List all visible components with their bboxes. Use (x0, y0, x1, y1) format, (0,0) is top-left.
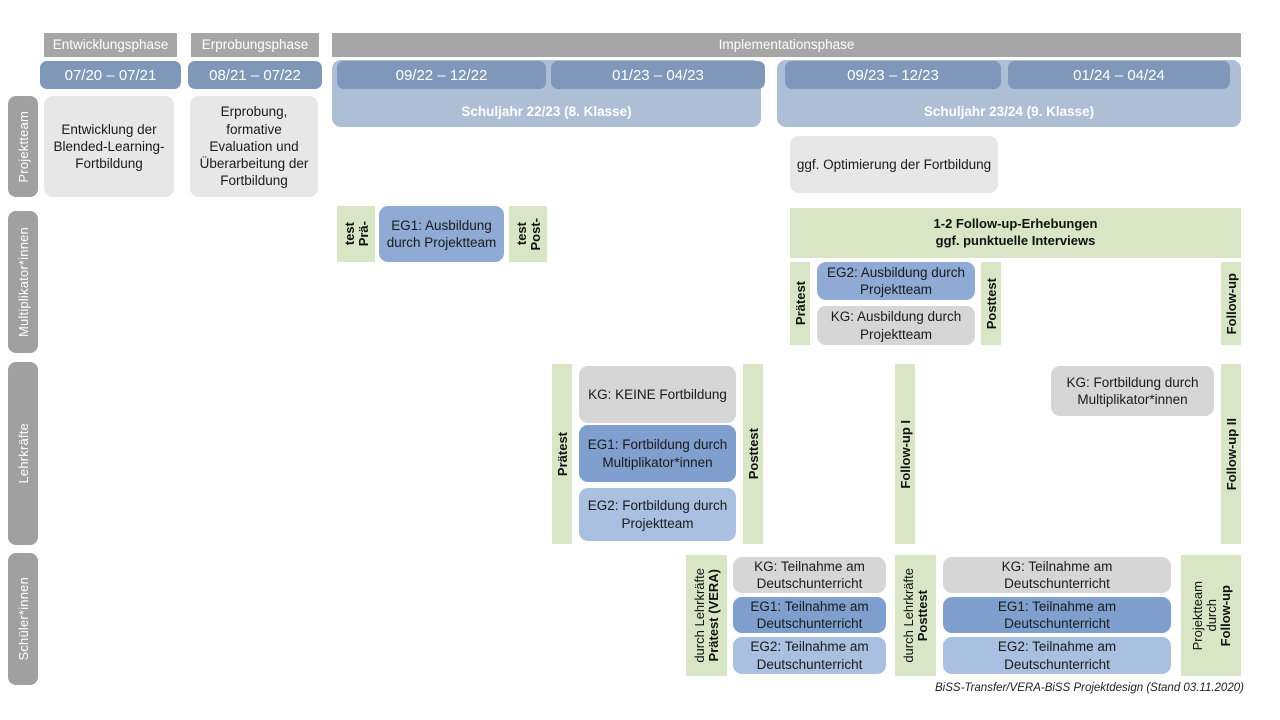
lehrkraefte-eg2-box: EG2: Fortbildung durch Projektteam (579, 488, 736, 541)
lehrkraefte-praetest-text: Prätest (554, 431, 570, 477)
phase-header-implementationsphase: Implementationsphase (332, 33, 1241, 57)
role-label-projektteam-text: Projektteam (15, 110, 31, 183)
period-0123-0423: 01/23 – 04/23 (551, 61, 765, 89)
multiplikatoren-praetest-bar: Prä- test (337, 206, 375, 262)
schueler-kg-box-2: KG: Teilnahme am Deutschunterricht (943, 557, 1171, 593)
multiplikatoren-followup-band-line1: 1-2 Follow-up-Erhebungen (933, 216, 1098, 232)
role-label-projektteam: Projektteam (8, 96, 38, 197)
multiplikatoren-followup-band: 1-2 Follow-up-Erhebungen ggf. punktuelle… (790, 208, 1241, 258)
schueler-posttest-bold: Posttest (915, 589, 930, 642)
period-0821-0722: 08/21 – 07/22 (188, 61, 322, 89)
role-label-schuelerinnen: Schüler*innen (8, 553, 38, 685)
lehrkraefte-posttest-text: Posttest (745, 428, 761, 480)
diagram-caption: BiSS-Transfer/VERA-BiSS Projektdesign (S… (935, 682, 1244, 694)
schueler-praetest-bold: Prätest (VERA) (706, 569, 721, 662)
multiplikatoren-followup-text: Follow-up (1223, 272, 1239, 335)
period-0922-1222: 09/22 – 12/22 (337, 61, 546, 89)
lehrkraefte-posttest-bar: Posttest (743, 364, 763, 544)
multiplikatoren-posttest2-text: Posttest (983, 277, 999, 330)
lehrkraefte-kg-keine-box: KG: KEINE Fortbildung (579, 366, 736, 423)
schueler-followup-sub1: durch (1203, 599, 1219, 632)
role-label-lehrkraefte-text: Lehrkräfte (15, 423, 31, 484)
projektteam-optimierung-box: ggf. Optimierung der Fortbildung (790, 136, 998, 193)
lehrkraefte-eg1-box: EG1: Fortbildung durch Multiplikator*inn… (579, 425, 736, 482)
role-label-multiplikatorinnen: Multiplikator*innen (8, 211, 38, 353)
multiplikatoren-praetest-line1: Prä- (355, 221, 371, 247)
multiplikatoren-praetest2-bar: Prätest (790, 262, 810, 345)
multiplikatoren-eg1-box: EG1: Ausbildung durch Projektteam (379, 206, 504, 262)
phase-header-erprobungsphase: Erprobungsphase (191, 33, 319, 57)
multiplikatoren-praetest-line2: test (341, 222, 357, 246)
multiplikatoren-followup-band-line2: ggf. punktuelle Interviews (935, 233, 1096, 248)
multiplikatoren-posttest-line2: test (513, 222, 529, 246)
period-0124-0424: 01/24 – 04/24 (1008, 61, 1230, 89)
lehrkraefte-followup1-text: Follow-up I (897, 419, 913, 489)
role-label-schuelerinnen-text: Schüler*innen (15, 577, 31, 661)
projektteam-erprobung-box: Erprobung, formative Evaluation und Über… (190, 96, 318, 197)
role-label-lehrkraefte: Lehrkräfte (8, 362, 38, 545)
multiplikatoren-posttest-line1: Post- (527, 217, 543, 251)
schueler-followup-sub2: Projektteam (1189, 580, 1205, 651)
schueler-kg-box-1: KG: Teilnahme am Deutschunterricht (733, 557, 886, 593)
schueler-praetest-sub: durch Lehrkräfte (692, 568, 707, 663)
schueler-eg2-box-2: EG2: Teilnahme am Deutschunterricht (943, 637, 1171, 674)
lehrkraefte-kg-fortbildung-box: KG: Fortbildung durch Multiplikator*inne… (1051, 366, 1214, 416)
multiplikatoren-followup-bar: Follow-up (1221, 262, 1241, 345)
multiplikatoren-eg2-box: EG2: Ausbildung durch Projektteam (817, 262, 975, 300)
multiplikatoren-kg-box: KG: Ausbildung durch Projektteam (817, 306, 975, 345)
schueler-praetest-bar: Prätest (VERA) durch Lehrkräfte (686, 555, 727, 676)
schueler-eg2-box-1: EG2: Teilnahme am Deutschunterricht (733, 637, 886, 674)
schueler-followup-bold: Follow-up (1217, 584, 1233, 647)
multiplikatoren-posttest2-bar: Posttest (981, 262, 1001, 345)
projektteam-entwicklung-box: Entwicklung der Blended-Learning-Fortbil… (44, 96, 174, 197)
lehrkraefte-followup2-text: Follow-up II (1223, 417, 1239, 491)
schueler-eg1-box-1: EG1: Teilnahme am Deutschunterricht (733, 597, 886, 633)
lehrkraefte-followup2-bar: Follow-up II (1221, 364, 1241, 544)
schueler-eg1-box-2: EG1: Teilnahme am Deutschunterricht (943, 597, 1171, 633)
schueler-followup-bar: Follow-up durch Projektteam (1181, 555, 1241, 676)
lehrkraefte-praetest-bar: Prätest (552, 364, 572, 544)
role-label-multiplikatorinnen-text: Multiplikator*innen (15, 226, 31, 338)
schueler-posttest-bar: Posttest durch Lehrkräfte (895, 555, 936, 676)
schueler-posttest-sub: durch Lehrkräfte (901, 568, 916, 663)
period-0720-0721: 07/20 – 07/21 (40, 61, 181, 89)
multiplikatoren-praetest2-text: Prätest (792, 281, 808, 326)
lehrkraefte-followup1-bar: Follow-up I (895, 364, 915, 544)
multiplikatoren-posttest-bar: Post- test (509, 206, 547, 262)
phase-header-entwicklungsphase: Entwicklungsphase (44, 33, 177, 57)
period-0923-1223: 09/23 – 12/23 (785, 61, 1001, 89)
